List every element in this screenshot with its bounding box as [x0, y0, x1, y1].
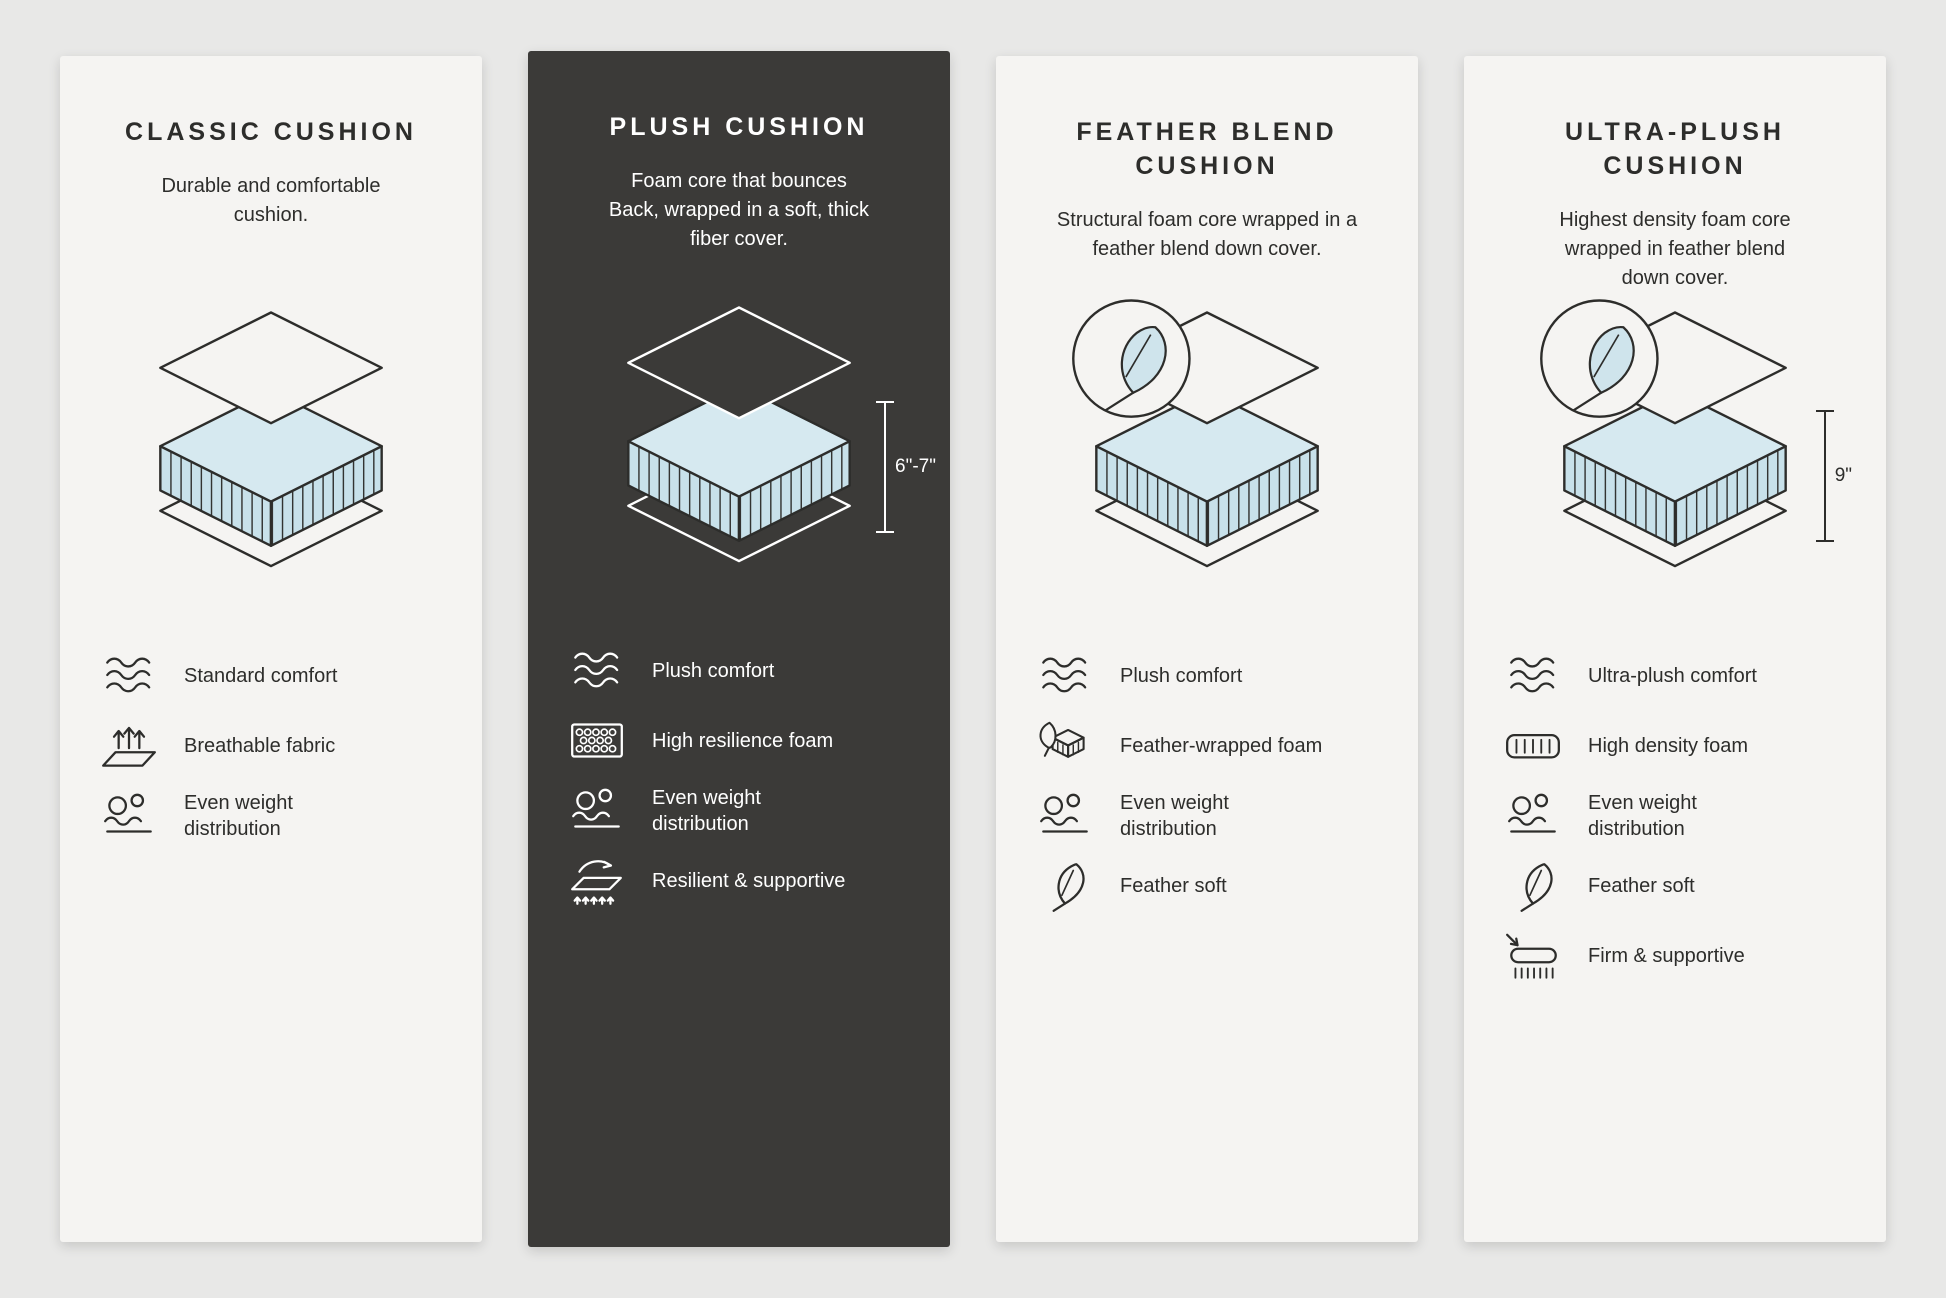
feature-item: Plush comfort [1034, 648, 1418, 704]
feature-item: Ultra-plush comfort [1502, 648, 1886, 704]
feature-item: Even weight distribution [1034, 788, 1418, 844]
feature-item: Even weight distribution [1502, 788, 1886, 844]
feature-item: Firm & supportive [1502, 928, 1886, 984]
feather-icon [1502, 859, 1564, 913]
feature-label: Even weight distribution [1120, 792, 1229, 840]
feature-label: Feather-wrapped foam [1120, 735, 1323, 757]
feather-badge [1072, 299, 1191, 418]
feature-item: High density foam [1502, 718, 1886, 774]
feature-label: High density foam [1588, 735, 1749, 757]
feature-item: Resilient & supportive [566, 853, 950, 909]
cushion-layers-graphic [1540, 299, 1787, 568]
panel-ultra-plush-cushion: ULTRA-PLUSH CUSHION Highest density foam… [1464, 56, 1886, 1242]
cushion-layers-graphic [159, 311, 383, 568]
feature-label: High resilience foam [652, 730, 834, 752]
feature-label: Feather soft [1120, 875, 1227, 897]
resilience-foam-icon [566, 714, 628, 768]
feature-item: Feather soft [1034, 858, 1418, 914]
height-dimension-marker: 9" [1815, 410, 1852, 542]
feature-label: Ultra-plush comfort [1588, 665, 1757, 687]
feature-label: Breathable fabric [184, 735, 336, 757]
cushion-diagram: 9" [1464, 294, 1886, 644]
feature-item: Even weight distribution [566, 783, 950, 839]
cushion-diagram [996, 294, 1418, 644]
panel-classic-cushion: CLASSIC CUSHION Durable and comfortable … [60, 56, 482, 1242]
height-dimension-marker: 6"-7" [876, 401, 936, 533]
panel-header: FEATHER BLEND CUSHION Structural foam co… [996, 56, 1418, 294]
feature-label: Even weight distribution [184, 792, 293, 840]
feature-label: Even weight distribution [652, 787, 761, 835]
panel-feather-blend-cushion: FEATHER BLEND CUSHION Structural foam co… [996, 56, 1418, 1242]
panel-title: FEATHER BLEND CUSHION [1076, 118, 1338, 180]
feature-label: Even weight distribution [1588, 792, 1697, 840]
even-weight-icon [98, 789, 160, 843]
feature-item: Breathable fabric [98, 718, 482, 774]
feature-label: Plush comfort [1120, 665, 1243, 687]
density-foam-icon [1502, 719, 1564, 773]
feature-label: Feather soft [1588, 875, 1695, 897]
even-weight-icon [1034, 789, 1096, 843]
dimension-label: 6"-7" [895, 456, 936, 477]
panel-title: CLASSIC CUSHION [125, 118, 417, 146]
dimension-label: 9" [1834, 465, 1852, 486]
feather-wrapped-foam-icon [1034, 719, 1096, 773]
panel-title: PLUSH CUSHION [609, 113, 869, 141]
feature-item: High resilience foam [566, 713, 950, 769]
even-weight-icon [1502, 789, 1564, 843]
resilient-supportive-icon [566, 854, 628, 908]
feature-item: Feather-wrapped foam [1034, 718, 1418, 774]
firm-supportive-icon [1502, 929, 1564, 983]
feature-item: Feather soft [1502, 858, 1886, 914]
feature-label: Standard comfort [184, 665, 338, 687]
cushion-layers-graphic [1072, 299, 1319, 568]
feature-item: Plush comfort [566, 643, 950, 699]
feature-list: Standard comfort Breathable fabric [60, 644, 482, 844]
even-weight-icon [566, 784, 628, 838]
feather-icon [1034, 859, 1096, 913]
cushion-diagram: 6"-7" [528, 289, 950, 639]
cushion-diagram [60, 294, 482, 644]
feature-label: Firm & supportive [1588, 945, 1745, 967]
feather-badge [1540, 299, 1659, 418]
feature-list: Plush comfort Feather-wrapped foam [996, 644, 1418, 914]
feature-item: Even weight distribution [98, 788, 482, 844]
feature-label: Plush comfort [652, 660, 775, 682]
dimension-line [876, 401, 895, 533]
panel-description: Highest density foam core wrapped in fea… [1559, 208, 1791, 289]
top-layer [159, 311, 383, 425]
breathable-icon [98, 719, 160, 773]
panel-plush-cushion: PLUSH CUSHION Foam core that bounces Bac… [528, 51, 950, 1247]
panel-title: ULTRA-PLUSH CUSHION [1565, 118, 1785, 180]
feature-item: Standard comfort [98, 648, 482, 704]
feature-label: Resilient & supportive [652, 870, 846, 892]
foam-layer [159, 389, 383, 503]
top-layer [627, 306, 851, 420]
waves-icon [566, 644, 628, 698]
panel-header: CLASSIC CUSHION Durable and comfortable … [60, 56, 482, 294]
feature-list: Plush comfort High resilience foam [528, 639, 950, 909]
foam-layer [627, 384, 851, 498]
foam-layer [1095, 389, 1319, 503]
waves-icon [98, 649, 160, 703]
panel-description: Structural foam core wrapped in a feathe… [1056, 208, 1358, 260]
feature-list: Ultra-plush comfort High density foam [1464, 644, 1886, 984]
panel-header: PLUSH CUSHION Foam core that bounces Bac… [528, 51, 950, 289]
panel-description: Foam core that bounces Back, wrapped in … [608, 169, 870, 250]
dimension-line [1815, 410, 1834, 542]
foam-layer [1563, 389, 1787, 503]
panel-header: ULTRA-PLUSH CUSHION Highest density foam… [1464, 56, 1886, 294]
panel-description: Durable and comfortable cushion. [161, 174, 381, 226]
cushion-layers-graphic [627, 306, 851, 563]
waves-icon [1502, 649, 1564, 703]
waves-icon [1034, 649, 1096, 703]
